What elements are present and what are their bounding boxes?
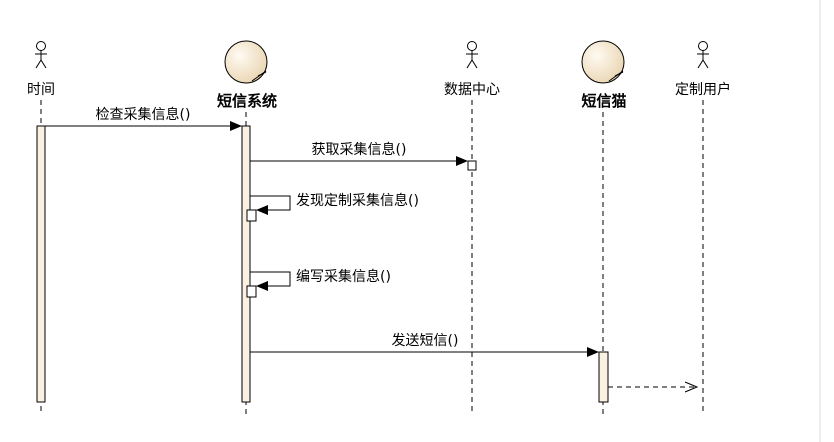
participant-sms-system: 短信系统	[217, 40, 277, 415]
activation-bar	[241, 125, 251, 403]
message-check-collection: 检查采集信息()	[45, 106, 242, 131]
message-send-sms: 发送短信()	[250, 333, 599, 357]
message-compose: 编写采集信息()	[250, 268, 391, 291]
arrowhead	[256, 205, 268, 215]
arrowhead	[456, 156, 468, 166]
participant-data-center: 数据中心	[444, 41, 500, 415]
participant-label: 数据中心	[444, 82, 500, 98]
self-activation	[246, 209, 257, 222]
message-label: 检查采集信息()	[96, 106, 191, 123]
arrowhead	[256, 281, 268, 291]
activation-bar	[467, 160, 477, 171]
actor-icon	[35, 41, 47, 69]
message-label: 获取采集信息()	[312, 141, 407, 158]
participant-label: 短信系统	[217, 92, 277, 110]
message-fetch-collection: 获取采集信息()	[250, 141, 468, 166]
activation-bar	[36, 125, 46, 403]
participant-time: 时间	[27, 41, 55, 415]
message-return	[608, 381, 699, 393]
message-label: 发现定制采集信息()	[296, 192, 419, 209]
participant-label: 短信猫	[581, 92, 626, 110]
message-label: 编写采集信息()	[296, 268, 391, 285]
message-find-subscription: 发现定制采集信息()	[250, 192, 419, 215]
participant-label: 时间	[27, 82, 55, 98]
open-arrowhead	[684, 381, 699, 393]
activation-bar	[598, 351, 609, 403]
self-activation	[246, 285, 257, 298]
control-icon	[224, 40, 268, 84]
actor-icon	[466, 41, 478, 69]
participant-subscriber: 定制用户	[675, 41, 731, 415]
arrowhead	[230, 121, 242, 131]
message-label: 发送短信()	[392, 333, 459, 349]
control-icon	[581, 40, 625, 84]
participant-label: 定制用户	[675, 81, 731, 98]
arrowhead	[587, 347, 599, 357]
actor-icon	[697, 41, 709, 69]
participant-sms-cat: 短信猫	[581, 40, 627, 415]
